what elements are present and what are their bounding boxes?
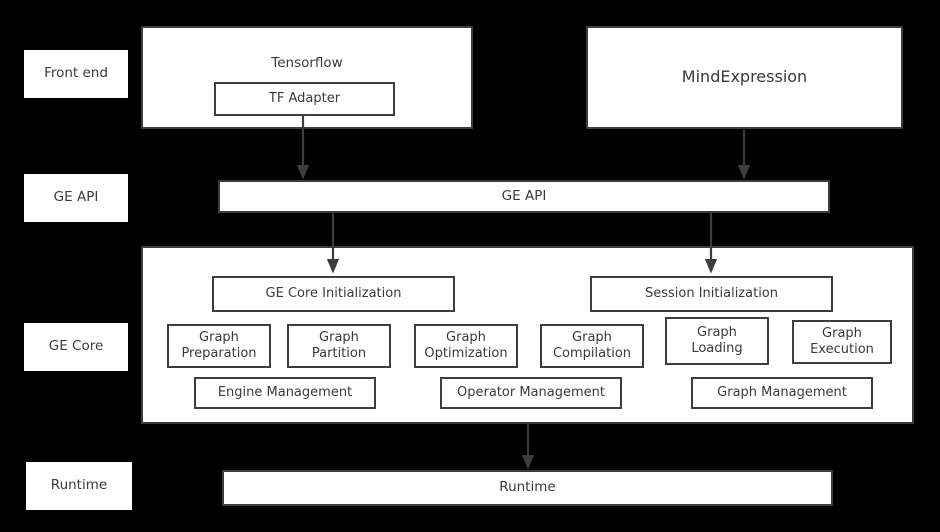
graph-optimization-box: Graph Optimization	[414, 324, 518, 368]
graph-partition-box: Graph Partition	[287, 324, 391, 368]
runtime-bar: Runtime	[222, 470, 833, 506]
graph-management-label: Graph Management	[717, 385, 847, 401]
layer-label-front-end-text: Front end	[44, 65, 108, 82]
layer-label-ge-api: GE API	[24, 174, 128, 222]
layer-label-ge-core-text: GE Core	[48, 338, 104, 355]
graph-preparation-box: Graph Preparation	[167, 324, 271, 368]
mindexpression-container: MindExpression	[586, 26, 903, 129]
graph-compilation-box: Graph Compilation	[540, 324, 644, 368]
graph-loading-box: Graph Loading	[665, 317, 769, 365]
tensorflow-container: Tensorflow TF Adapter	[141, 26, 473, 129]
ge-core-container: GE Core Initialization Session Initializ…	[141, 246, 914, 424]
ge-core-initialization-box: GE Core Initialization	[212, 276, 455, 312]
graph-execution-label: Graph Execution	[810, 326, 874, 357]
engine-management-label: Engine Management	[217, 385, 353, 401]
layer-label-runtime-text: Runtime	[50, 477, 108, 494]
tensorflow-title: Tensorflow	[271, 55, 343, 71]
layer-label-ge-api-text: GE API	[53, 189, 99, 206]
ge-api-bar-label: GE API	[501, 187, 547, 204]
graph-optimization-label: Graph Optimization	[424, 330, 508, 361]
tf-adapter-box: TF Adapter	[214, 82, 395, 116]
operator-management-box: Operator Management	[440, 377, 622, 409]
graph-loading-label: Graph Loading	[691, 325, 743, 356]
session-initialization-label: Session Initialization	[644, 286, 778, 302]
engine-management-box: Engine Management	[194, 377, 376, 409]
graph-partition-label: Graph Partition	[311, 330, 367, 361]
mindexpression-label: MindExpression	[681, 67, 808, 87]
session-initialization-box: Session Initialization	[590, 276, 833, 312]
graph-preparation-label: Graph Preparation	[181, 330, 257, 361]
graph-compilation-label: Graph Compilation	[552, 330, 632, 361]
graph-management-box: Graph Management	[691, 377, 873, 409]
layer-label-front-end: Front end	[24, 50, 128, 98]
tf-adapter-label: TF Adapter	[268, 91, 341, 107]
runtime-bar-label: Runtime	[499, 479, 556, 496]
graph-execution-box: Graph Execution	[792, 320, 892, 364]
operator-management-label: Operator Management	[457, 385, 605, 401]
ge-api-bar: GE API	[218, 180, 830, 213]
layer-label-ge-core: GE Core	[24, 323, 128, 371]
ge-core-initialization-label: GE Core Initialization	[265, 286, 402, 302]
layer-label-runtime: Runtime	[26, 462, 132, 510]
